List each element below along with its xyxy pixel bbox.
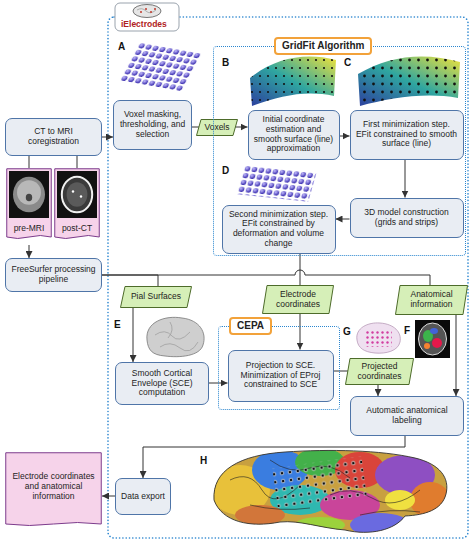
process-box: Projection to SCE. Minimization of EProj…	[228, 350, 334, 402]
node-text: post-CT	[62, 224, 92, 233]
panel-letter: H	[200, 456, 207, 466]
process-box: Voxel masking, thresholding, and selecti…	[113, 100, 192, 150]
input-image-document: pre-MRI	[6, 168, 52, 245]
smooth-surface	[250, 57, 336, 106]
node-text: First minimization step. EFit constraine…	[355, 120, 459, 149]
output-document: Electrode coordinates and anatomical inf…	[5, 452, 102, 532]
connector	[235, 127, 248, 128]
node-text: Data export	[121, 492, 165, 502]
process-box: Smooth Cortical Envelope (SCE) computati…	[115, 362, 209, 405]
voxel-cloud	[119, 42, 202, 92]
fitted-surface	[358, 56, 460, 106]
node-text: Electrode coordinates	[269, 290, 327, 309]
group-heading: CEPA	[229, 317, 272, 335]
pial-brain	[147, 317, 204, 356]
process-box: Initial coordinate estimation and smooth…	[248, 110, 340, 160]
connector	[29, 156, 30, 168]
panel-letter: E	[114, 320, 121, 330]
panel-letter: G	[343, 327, 351, 337]
labeled-brain	[210, 448, 450, 538]
node-text: FreeSurfer processing pipeline	[10, 265, 97, 285]
node-shape	[6, 168, 52, 245]
node-shape	[54, 168, 100, 245]
node-text: Pial Surfaces	[131, 292, 181, 302]
connector	[77, 156, 78, 168]
process-box: Data export	[115, 478, 171, 515]
logo	[115, 3, 179, 31]
connector	[340, 136, 350, 137]
connector	[378, 385, 379, 396]
algorithm-group: GridFit AlgorithmInitial coordinate esti…	[213, 46, 466, 256]
node-text: Electrode coordinates and anatomical inf…	[10, 472, 97, 501]
data-parallelogram: Projected coordinates	[345, 358, 414, 385]
process-box: First minimization step. EFit constraine…	[350, 110, 464, 160]
connector	[456, 315, 457, 396]
process-box: Second minimization step. EFit constrain…	[222, 205, 336, 254]
connector	[102, 496, 115, 497]
node-text: pre-MRI	[14, 224, 45, 233]
panel-letter: D	[222, 166, 229, 176]
process-box: 3D model construction (grids and strips)	[350, 198, 464, 238]
node-text: Projection to SCE. Minimization of EProj…	[233, 361, 329, 390]
anatomical-mri	[415, 320, 450, 358]
connector	[102, 275, 158, 286]
node-text: Automatic anatomical labeling	[355, 406, 459, 426]
node-text: Second minimization step. EFit constrain…	[227, 210, 331, 249]
connector	[143, 436, 405, 478]
node-text: Smooth Cortical Envelope (SCE) computati…	[120, 369, 204, 398]
panel-letter: B	[222, 58, 229, 68]
logo-text: iElectrodes	[121, 20, 167, 29]
algorithm-group: CEPAProjection to SCE. Minimization of E…	[218, 326, 340, 410]
process-box: FreeSurfer processing pipeline	[5, 258, 102, 292]
connector	[336, 219, 350, 220]
connector	[334, 371, 349, 372]
data-parallelogram: Anatomical information	[395, 285, 468, 315]
panel-letter: C	[344, 58, 351, 68]
group-heading: GridFit Algorithm	[274, 37, 372, 55]
connector	[300, 254, 301, 285]
node-text: 3D model construction (grids and strips)	[355, 208, 459, 228]
panel-letter: F	[404, 326, 410, 336]
envelope-brain	[357, 323, 401, 353]
process-box: CT to MRI coregistration	[5, 118, 102, 156]
data-parallelogram: Voxels	[196, 119, 238, 136]
data-parallelogram: Pial Surfaces	[120, 286, 192, 308]
connector	[29, 245, 30, 258]
node-text: Voxel masking, thresholding, and selecti…	[118, 110, 187, 139]
connector	[102, 270, 430, 285]
connector	[405, 160, 406, 198]
connector	[133, 308, 134, 362]
electrode-grid-model	[237, 165, 317, 202]
node-text: Initial coordinate estimation and smooth…	[253, 115, 335, 154]
node-text: Voxels	[204, 123, 229, 133]
connector	[102, 137, 113, 138]
panel-letter: A	[118, 42, 125, 52]
pipeline-boundary	[108, 17, 468, 538]
connector	[300, 314, 301, 350]
data-parallelogram: Electrode coordinates	[262, 285, 334, 314]
input-image-document: post-CT	[54, 168, 100, 245]
node-text: Projected coordinates	[352, 362, 407, 381]
node-text: CT to MRI coregistration	[10, 127, 97, 147]
node-text: Anatomical information	[402, 290, 461, 309]
process-box: Automatic anatomical labeling	[350, 396, 464, 436]
connector	[192, 127, 199, 128]
